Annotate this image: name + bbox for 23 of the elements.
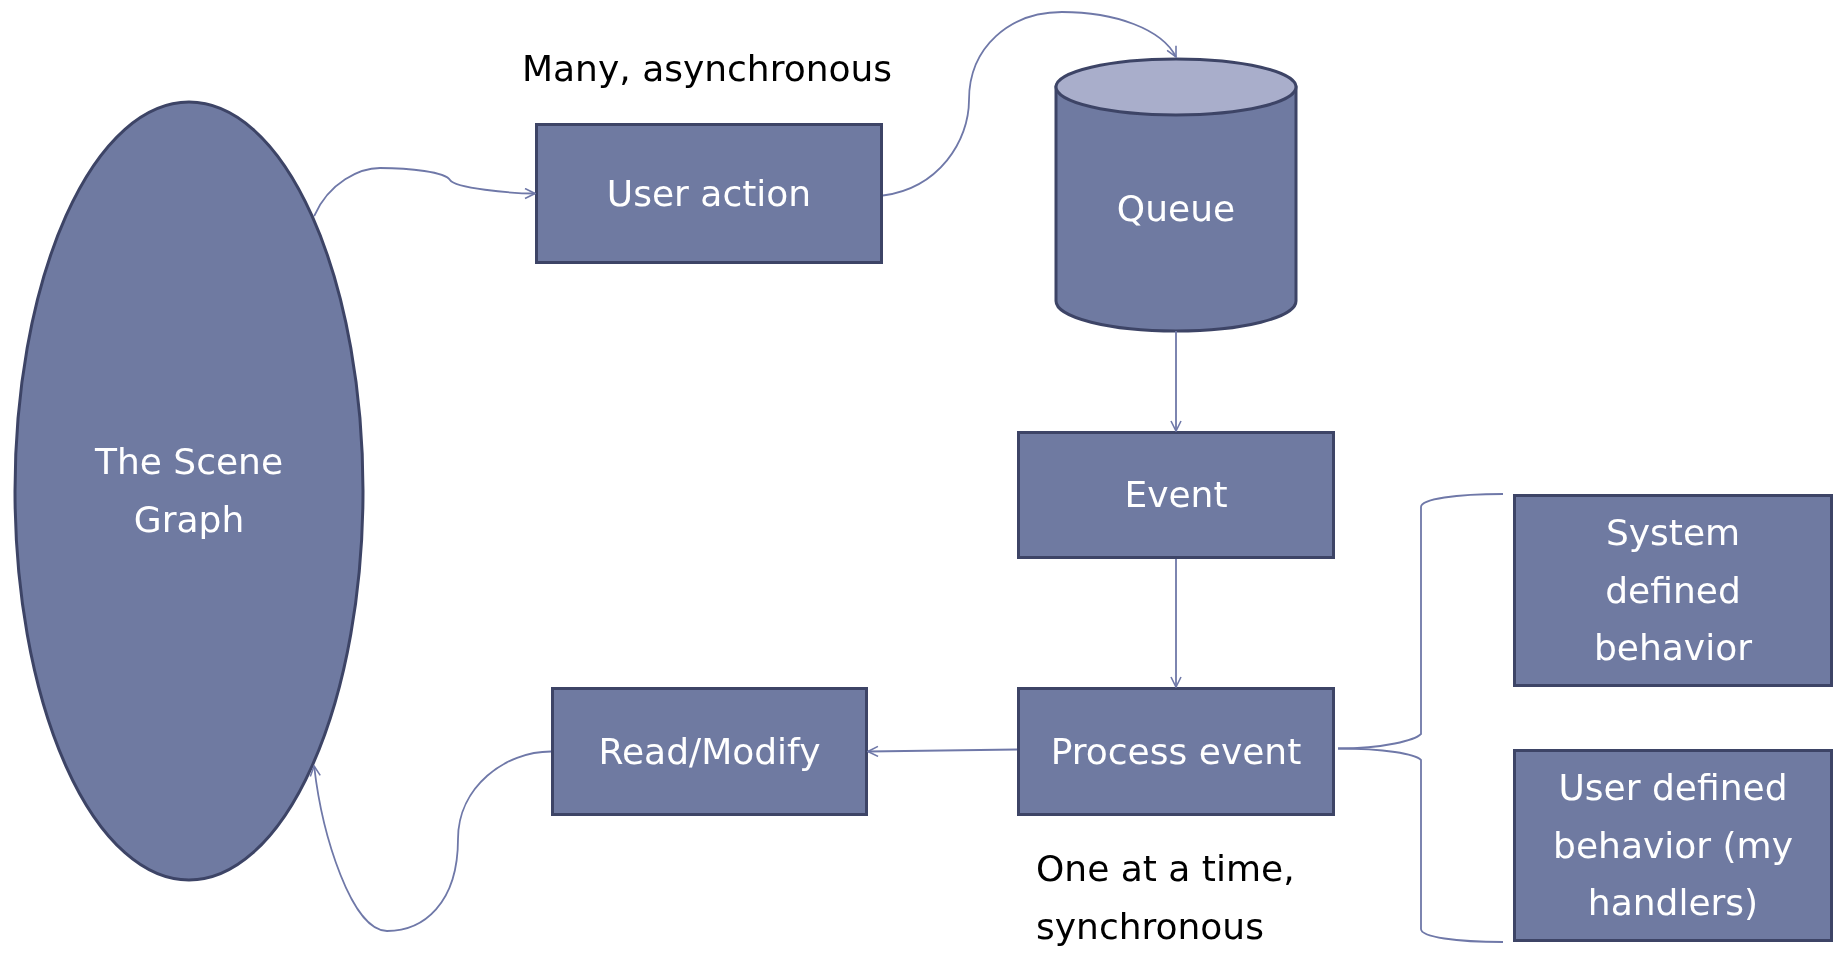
node-label: User action	[606, 171, 812, 216]
process-box	[535, 123, 883, 264]
node-label: Event	[1124, 473, 1228, 518]
arrow	[1170, 330, 1182, 432]
node-label: The Scene Graph	[93, 440, 285, 542]
node-label: System defined behavior	[1593, 511, 1753, 671]
process-box	[551, 687, 868, 816]
process-box	[1513, 749, 1833, 942]
arrow	[1170, 558, 1182, 688]
process-box	[1513, 494, 1833, 687]
arrow	[882, 11, 1177, 197]
node-label: Read/Modify	[598, 729, 821, 774]
annotation-text: One at a time, synchronous	[1036, 847, 1296, 949]
node-label: Process event	[1050, 729, 1302, 774]
arrow	[309, 750, 552, 932]
arrow	[867, 745, 1018, 758]
bracket-connector	[1337, 747, 1504, 943]
process-box	[1017, 687, 1335, 816]
node-label: User defined behavior (my handlers)	[1552, 766, 1794, 926]
process-box	[1017, 431, 1335, 559]
node-label: Queue	[1116, 187, 1236, 232]
annotation-text: Many, asynchronous	[522, 47, 894, 91]
arrow	[313, 167, 536, 217]
